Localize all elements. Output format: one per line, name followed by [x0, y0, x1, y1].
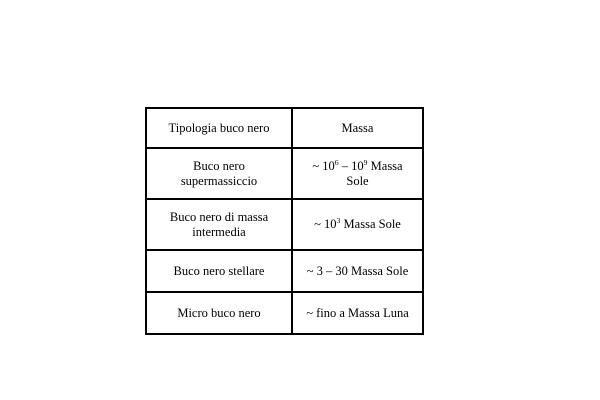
column-header-typology: Tipologia buco nero [145, 107, 293, 149]
cell-text-line1: ~ 106 – 109 Massa [297, 157, 418, 174]
cell-typology-intermediate: Buco nero di massa intermedia [145, 198, 293, 251]
black-hole-typology-mass-table: Tipologia buco nero Massa Buco nero supe… [145, 107, 424, 335]
cell-typology-micro: Micro buco nero [145, 291, 293, 335]
mass-prefix: ~ 10 [312, 158, 335, 173]
table-container: Tipologia buco nero Massa Buco nero supe… [145, 107, 424, 335]
cell-mass-micro: ~ fino a Massa Luna [291, 291, 424, 335]
cell-mass-intermediate: ~ 103 Massa Sole [291, 198, 424, 251]
cell-typology-stellar: Buco nero stellare [145, 249, 293, 293]
table-header-row: Tipologia buco nero Massa [145, 107, 424, 149]
mass-exponent-1: 3 [336, 215, 341, 225]
cell-text-line1: Buco nero [193, 158, 245, 173]
table-body: Buco nero supermassiccio ~ 106 – 109 Mas… [145, 147, 424, 335]
table-row: Micro buco nero ~ fino a Massa Luna [145, 291, 424, 335]
mass-mid: – 10 [338, 158, 364, 173]
mass-exponent-1: 6 [334, 157, 339, 167]
cell-text-line2: intermedia [192, 224, 246, 239]
cell-mass-supermassive: ~ 106 – 109 Massa Sole [291, 147, 424, 200]
cell-text-line1: ~ 103 Massa Sole [297, 217, 418, 232]
cell-text-line1: Buco nero di massa [169, 209, 269, 224]
mass-suffix: Massa Sole [340, 217, 401, 232]
cell-mass-stellar: ~ 3 – 30 Massa Sole [291, 249, 424, 293]
cell-text-line2: Sole [346, 173, 369, 188]
table-row: Buco nero supermassiccio ~ 106 – 109 Mas… [145, 147, 424, 200]
cell-typology-supermassive: Buco nero supermassiccio [145, 147, 293, 200]
mass-prefix: ~ 10 [314, 217, 337, 232]
table-row: Buco nero di massa intermedia ~ 103 Mass… [145, 198, 424, 251]
cell-text-line2: supermassiccio [180, 173, 258, 188]
mass-exponent-2: 9 [363, 157, 368, 167]
table-header: Tipologia buco nero Massa [145, 107, 424, 149]
column-header-mass: Massa [291, 107, 424, 149]
table-row: Buco nero stellare ~ 3 – 30 Massa Sole [145, 249, 424, 293]
mass-suffix: Massa [367, 158, 403, 173]
